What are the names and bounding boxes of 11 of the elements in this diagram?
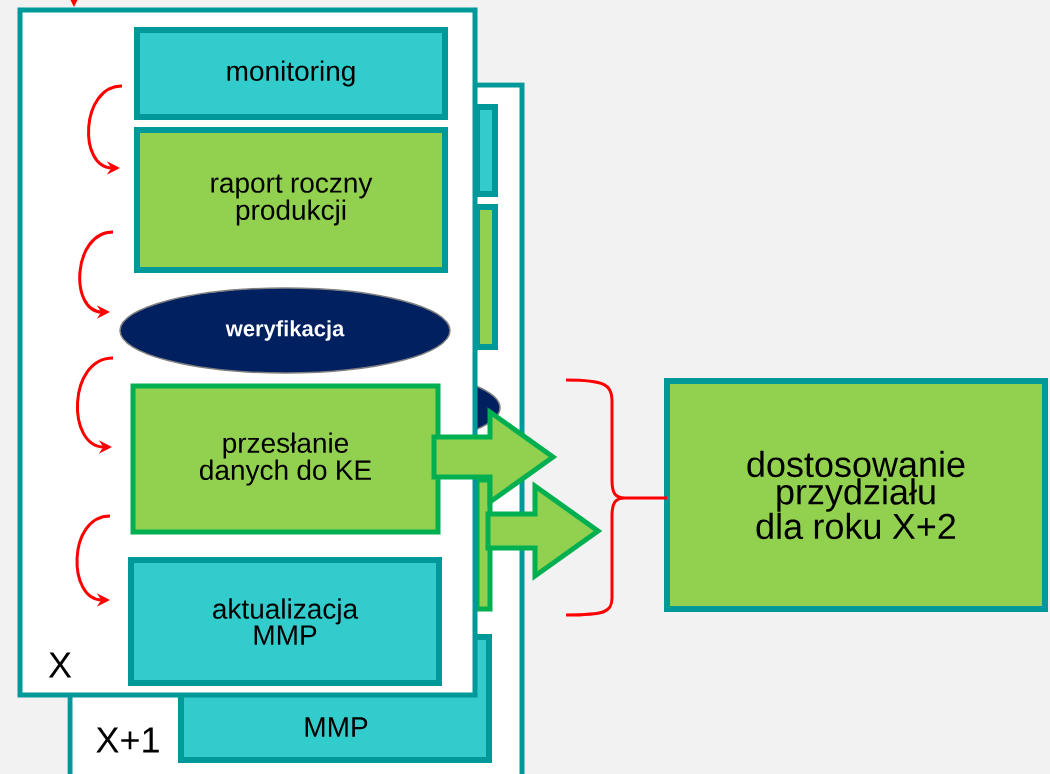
panel-label: X (48, 652, 72, 678)
curly-brace (566, 378, 627, 617)
process-box: monitoring (134, 27, 448, 120)
block-arrow (431, 407, 558, 507)
process-box: raport roczny produkcji (134, 127, 448, 273)
panel-label: X+1 (96, 727, 159, 753)
process-box: dostosowanie przydziału dla roku X+2 (664, 378, 1048, 612)
connector-line (625, 496, 667, 500)
block-arrow (485, 481, 603, 581)
process-box: aktualizacja MMP (128, 557, 442, 686)
process-box: przesłanie danych do KE (130, 383, 441, 535)
